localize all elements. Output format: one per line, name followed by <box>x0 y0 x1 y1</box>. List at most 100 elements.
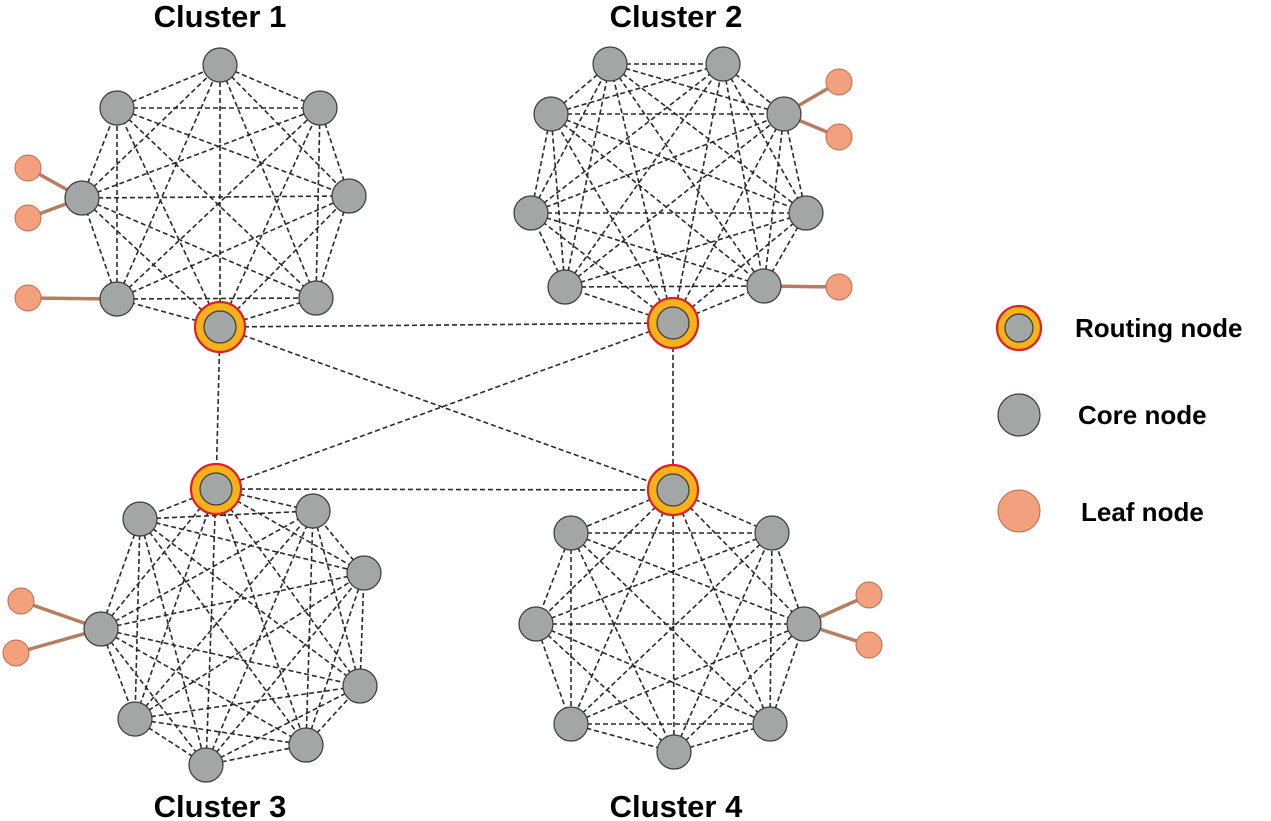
core-node <box>331 178 367 214</box>
cluster-2-link <box>564 285 765 288</box>
leaf-node <box>14 284 42 312</box>
cluster-2-link <box>722 63 765 287</box>
core-node <box>788 195 824 231</box>
cluster-2-link <box>672 63 724 324</box>
cluster-4-link <box>672 489 805 625</box>
cluster-1-link <box>81 64 221 199</box>
cluster-2-link <box>530 113 785 214</box>
core-node <box>298 280 334 316</box>
cluster-4-link <box>672 489 675 753</box>
cluster-1-link <box>116 107 221 328</box>
cluster-2-link <box>550 63 724 115</box>
legend: Routing node Core node Leaf node <box>995 304 1243 533</box>
cluster-3-link <box>215 488 365 574</box>
legend-core-node-icon <box>997 393 1041 437</box>
cluster-2-link <box>550 113 765 287</box>
cluster-1-link <box>116 195 350 300</box>
cluster-2-title: Cluster 2 <box>610 0 743 34</box>
cluster-4-link <box>535 623 771 725</box>
inter-cluster-link <box>215 488 674 491</box>
cluster-1-link <box>116 107 317 299</box>
cluster-3-link <box>100 628 307 746</box>
core-node <box>754 515 790 551</box>
cluster-3-link <box>134 518 141 720</box>
cluster-2-link <box>530 63 611 214</box>
cluster-3-link <box>359 572 365 687</box>
cluster-4-link <box>535 623 675 753</box>
cluster-3-link <box>215 488 307 746</box>
cluster-1-link <box>81 107 321 199</box>
core-node <box>518 606 554 642</box>
core-node <box>705 46 741 82</box>
inter-cluster-link <box>215 326 221 490</box>
cluster-3-link <box>205 685 361 766</box>
cluster-2-link <box>564 63 611 288</box>
cluster-1-link <box>116 107 350 197</box>
cluster-2-link <box>564 63 724 288</box>
routing-node <box>199 472 233 506</box>
core-node <box>202 47 238 83</box>
cluster-3-link <box>139 518 207 766</box>
core-node <box>513 195 549 231</box>
core-node <box>99 281 135 317</box>
core-node <box>547 269 583 305</box>
cluster-3-link <box>100 572 365 630</box>
core-node <box>592 46 628 82</box>
cluster-3-link <box>134 718 207 766</box>
cluster-4-link <box>570 532 773 725</box>
cluster-3-link <box>134 718 307 746</box>
cluster-3-link <box>139 518 307 746</box>
core-node <box>117 701 153 737</box>
cluster-1-link <box>315 107 321 299</box>
core-node <box>786 606 822 642</box>
cluster-1-link <box>219 64 317 299</box>
cluster-2-link <box>722 63 807 214</box>
legend-leaf-node-label: Leaf node <box>1081 497 1204 527</box>
cluster-1-link <box>219 195 350 328</box>
cluster-1-link <box>116 297 317 300</box>
cluster-2-link <box>530 63 724 214</box>
inter-cluster-link <box>219 322 674 328</box>
cluster-1-link <box>116 64 221 109</box>
cluster-1-link <box>219 107 321 328</box>
cluster-4-link <box>769 623 805 725</box>
cluster-3-link <box>139 518 361 687</box>
cluster-4-link <box>570 489 674 725</box>
cluster-4-link <box>535 489 674 625</box>
cluster-1-title: Cluster 1 <box>154 0 287 34</box>
core-node <box>302 90 338 126</box>
nodes-layer <box>2 46 883 783</box>
core-node <box>752 706 788 742</box>
cluster-2-link <box>672 212 807 324</box>
routing-node <box>656 306 690 340</box>
cluster-3-link <box>100 488 217 630</box>
cluster-2-link <box>550 113 566 288</box>
leaf-node <box>14 204 42 232</box>
cluster-1-link <box>315 195 350 299</box>
cluster-2-link <box>609 63 765 287</box>
leaf-node <box>825 123 853 151</box>
leaf-node <box>825 273 853 301</box>
cluster-3-link <box>312 510 361 687</box>
routing-node <box>203 310 237 344</box>
cluster-1-link <box>81 195 350 199</box>
cluster-3-link <box>134 488 217 720</box>
cluster-3-link <box>305 572 365 746</box>
cluster-2-link <box>530 212 674 324</box>
cluster-2-link <box>609 63 674 324</box>
core-node <box>64 180 100 216</box>
cluster-3-link <box>134 685 361 720</box>
core-node <box>122 501 158 537</box>
leaf-node <box>855 631 883 659</box>
cluster-2-link <box>564 113 785 288</box>
cluster-2-link <box>609 63 807 214</box>
cluster-1-link <box>219 64 350 197</box>
cluster-4-link <box>673 623 805 753</box>
cluster-3-link <box>134 572 365 720</box>
cluster-4-title: Cluster 4 <box>610 789 743 821</box>
cluster-3-link <box>205 572 365 766</box>
cluster-2-link <box>763 113 785 287</box>
cluster-4-link <box>570 532 805 625</box>
cluster-4-link <box>570 532 675 753</box>
